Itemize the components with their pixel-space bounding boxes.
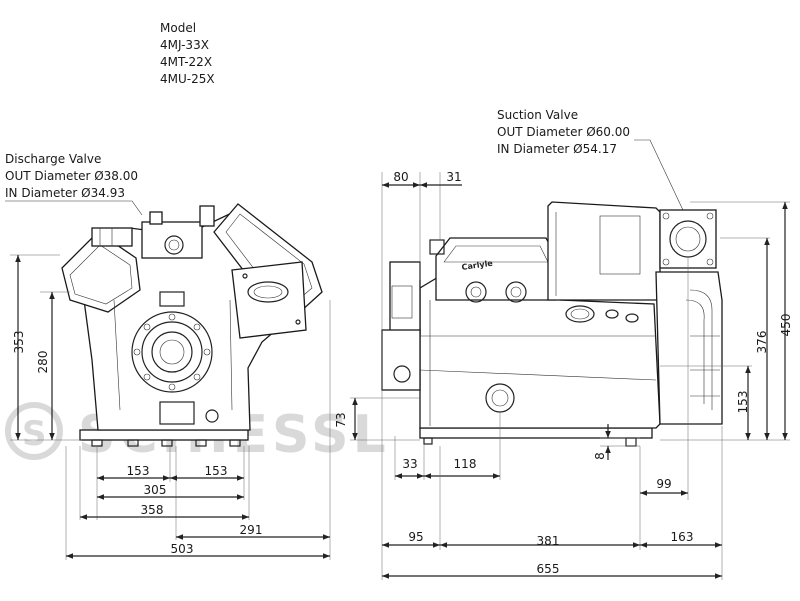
- dim-450: 450: [779, 314, 793, 337]
- side-terminal-box: [547, 201, 661, 301]
- dim-305: 305: [144, 483, 167, 497]
- suction-valve-title: Suction Valve: [497, 108, 578, 122]
- dim-95: 95: [408, 530, 423, 544]
- dim-280: 280: [36, 351, 50, 374]
- flange-bolts: [133, 313, 211, 391]
- suction-valve-in: IN Diameter Ø54.17: [497, 142, 617, 156]
- dim-153-b: 153: [205, 464, 228, 478]
- dim-153-a: 153: [127, 464, 150, 478]
- side-cylinder-head: [435, 237, 557, 301]
- front-discharge-manifold: [141, 221, 203, 259]
- model-variant-3: 4MU-25X: [160, 72, 215, 86]
- side-motor-end-cover: [655, 271, 723, 425]
- front-oil-sight-glass: [159, 401, 195, 425]
- dim-291: 291: [240, 523, 263, 537]
- svg-text:Carlyle: Carlyle: [461, 259, 494, 272]
- dim-31: 31: [446, 170, 461, 184]
- side-oil-pump: [389, 261, 421, 335]
- model-variant-1: 4MJ-33X: [160, 38, 209, 52]
- model-heading: Model: [160, 21, 196, 35]
- dim-503: 503: [171, 542, 194, 556]
- dim-358: 358: [141, 503, 164, 517]
- dim-118: 118: [454, 457, 477, 471]
- discharge-valve-out: OUT Diameter Ø38.00: [5, 169, 138, 183]
- model-label: Model 4MJ-33X 4MT-22X 4MU-25X: [160, 21, 215, 86]
- front-dimensions: 353 280 153 153 305 358 291 503: [10, 254, 331, 560]
- front-terminal-plate: [231, 261, 307, 339]
- suction-valve-label: Suction Valve OUT Diameter Ø60.00 IN Dia…: [497, 108, 630, 156]
- suction-leader-line: [634, 139, 691, 226]
- dim-73: 73: [334, 412, 348, 427]
- side-view-compressor: Carlyle: [381, 201, 723, 447]
- front-base-plate: [79, 429, 249, 441]
- dim-163: 163: [671, 530, 694, 544]
- suction-valve-out: OUT Diameter Ø60.00: [497, 125, 630, 139]
- dim-353: 353: [12, 331, 26, 354]
- discharge-valve-label: Discharge Valve OUT Diameter Ø38.00 IN D…: [5, 152, 138, 200]
- dim-376: 376: [755, 331, 769, 354]
- dim-153-side: 153: [736, 391, 750, 414]
- front-pump-flange: [131, 311, 213, 393]
- discharge-valve-in: IN Diameter Ø34.93: [5, 186, 125, 200]
- svg-text:S: S: [22, 414, 51, 454]
- model-variant-2: 4MT-22X: [160, 55, 212, 69]
- dim-655: 655: [537, 562, 560, 576]
- dim-33: 33: [402, 457, 417, 471]
- dim-99: 99: [656, 477, 671, 491]
- side-base-plate: [419, 427, 653, 439]
- discharge-valve-title: Discharge Valve: [5, 152, 101, 166]
- discharge-leader-line: [5, 200, 143, 216]
- side-dimensions: 80 31 450 376 153 73 8 33 118: [334, 170, 793, 580]
- front-view-compressor: [61, 203, 323, 447]
- front-pressure-port-icon: [164, 235, 184, 255]
- dim-80: 80: [393, 170, 408, 184]
- watermark-logo-icon: [5, 402, 63, 460]
- dim-381: 381: [537, 534, 560, 548]
- dim-8: 8: [593, 452, 607, 460]
